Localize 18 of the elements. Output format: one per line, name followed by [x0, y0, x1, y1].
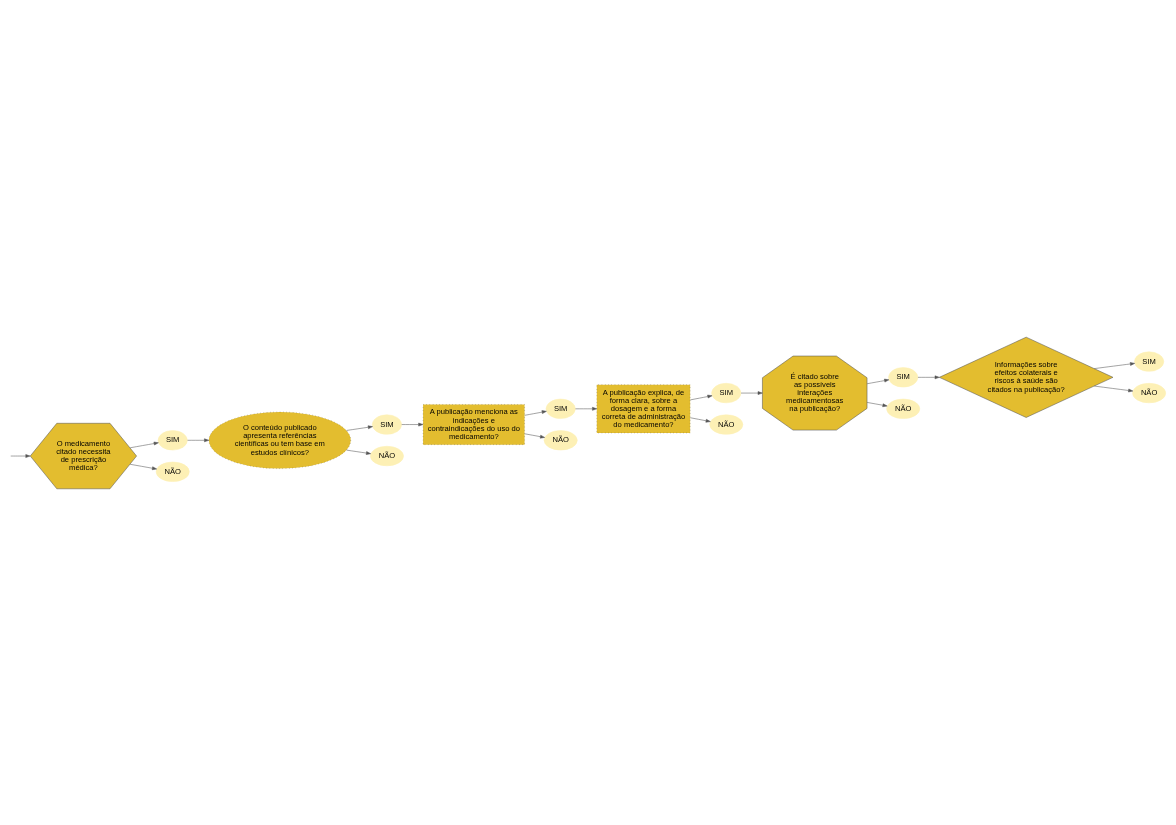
- arrow: [524, 433, 545, 438]
- arrow: [917, 375, 940, 379]
- arrow: [187, 438, 210, 442]
- arrow: [401, 422, 424, 426]
- arrow: [524, 409, 547, 416]
- arrow: [1093, 385, 1134, 392]
- arrow: [690, 394, 713, 400]
- arrow: [10, 453, 31, 458]
- arrow: [129, 441, 159, 448]
- arrow: [129, 463, 157, 470]
- arrow: [866, 401, 888, 407]
- arrow: [346, 449, 371, 455]
- arrow: [1093, 361, 1135, 369]
- arrow: [575, 406, 597, 411]
- arrow: [346, 424, 373, 431]
- arrow: [866, 378, 890, 384]
- arrow: [740, 390, 763, 395]
- arrow: [690, 416, 711, 423]
